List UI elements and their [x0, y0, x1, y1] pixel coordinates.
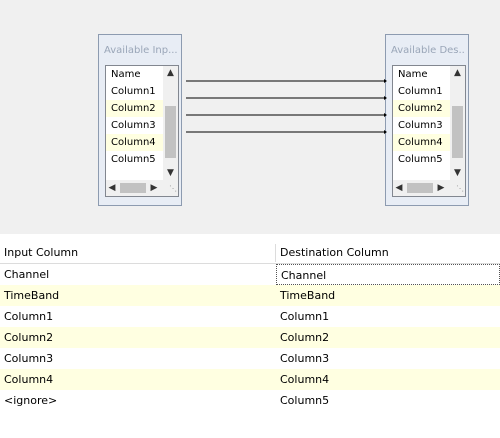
mapping-canvas: Available Inp... Name Column1 Column2 Co…	[0, 0, 500, 234]
destination-column-cell[interactable]: Column5	[280, 394, 330, 407]
scroll-thumb[interactable]	[452, 106, 463, 158]
input-column-cell[interactable]: Column1	[4, 310, 54, 323]
destination-column-cell[interactable]: Column2	[280, 331, 330, 344]
input-vertical-scrollbar[interactable]: ▲ ▼	[163, 66, 178, 180]
destination-column-cell[interactable]: Column4	[280, 373, 330, 386]
table-row[interactable]: Column3 Column3	[0, 348, 500, 369]
input-column-cell[interactable]: TimeBand	[4, 289, 60, 302]
chevron-up-icon[interactable]: ▲	[454, 68, 461, 78]
destination-horizontal-scrollbar[interactable]: ◀ ▶ ⋱	[393, 180, 465, 196]
input-list-item[interactable]: Column5	[111, 154, 156, 165]
scroll-thumb[interactable]	[165, 106, 176, 158]
available-input-columns-box[interactable]: Available Inp... Name Column1 Column2 Co…	[98, 34, 182, 206]
destination-vertical-scrollbar[interactable]: ▲ ▼	[450, 66, 465, 180]
table-row[interactable]: Column2 Column2	[0, 327, 500, 348]
input-column-cell[interactable]: Column4	[4, 373, 54, 386]
input-list-item[interactable]: Column1	[111, 86, 156, 97]
scroll-thumb[interactable]	[120, 183, 146, 193]
available-destination-columns-box[interactable]: Available Des... Name Column1 Column2 Co…	[385, 34, 469, 206]
chevron-right-icon[interactable]: ▶	[437, 183, 445, 193]
table-row[interactable]: Channel Channel	[0, 264, 500, 285]
input-list-header: Name	[111, 69, 141, 80]
table-row[interactable]: TimeBand TimeBand	[0, 285, 500, 306]
resize-grip-icon[interactable]: ⋱	[456, 184, 464, 193]
destination-list-item[interactable]: Column5	[398, 154, 443, 165]
destination-column-cell[interactable]: Column3	[280, 352, 330, 365]
input-box-title: Available Inp...	[104, 45, 178, 56]
grid-header: Input Column Destination Column	[0, 242, 500, 264]
destination-columns-list[interactable]: Name Column1 Column2 Column3 Column4 Col…	[392, 65, 466, 197]
destination-list-item[interactable]: Column2	[393, 100, 451, 117]
input-horizontal-scrollbar[interactable]: ◀ ▶ ⋱	[106, 180, 178, 196]
chevron-left-icon[interactable]: ◀	[395, 183, 403, 193]
input-columns-list[interactable]: Name Column1 Column2 Column3 Column4 Col…	[105, 65, 179, 197]
header-divider[interactable]	[275, 244, 276, 262]
arrow-head-icon	[384, 113, 387, 117]
table-row[interactable]: Column4 Column4	[0, 369, 500, 390]
input-column-cell[interactable]: Channel	[4, 268, 50, 281]
destination-list-item[interactable]: Column1	[398, 86, 443, 97]
chevron-down-icon[interactable]: ▼	[167, 168, 174, 178]
destination-column-cell[interactable]: Channel	[276, 264, 500, 285]
resize-grip-icon[interactable]: ⋱	[169, 184, 177, 193]
input-column-header[interactable]: Input Column	[4, 246, 79, 259]
scroll-thumb[interactable]	[407, 183, 433, 193]
input-column-cell[interactable]: Column2	[4, 331, 54, 344]
mapping-lines	[186, 79, 387, 134]
chevron-down-icon[interactable]: ▼	[454, 168, 461, 178]
arrow-head-icon	[384, 79, 387, 83]
destination-list-item[interactable]: Column4	[393, 134, 451, 151]
table-row[interactable]: Column1 Column1	[0, 306, 500, 327]
destination-column-header[interactable]: Destination Column	[280, 246, 389, 259]
chevron-right-icon[interactable]: ▶	[150, 183, 158, 193]
input-list-item[interactable]: Column2	[106, 100, 164, 117]
input-list-item[interactable]: Column3	[111, 120, 156, 131]
destination-list-item[interactable]: Column3	[398, 120, 443, 131]
destination-list-header: Name	[398, 69, 428, 80]
input-column-cell[interactable]: Column3	[4, 352, 54, 365]
destination-box-title: Available Des...	[391, 45, 465, 56]
arrow-head-icon	[384, 130, 387, 134]
column-mapping-grid: Input Column Destination Column Channel …	[0, 242, 500, 438]
destination-column-cell[interactable]: TimeBand	[280, 289, 336, 302]
input-list-item[interactable]: Column4	[106, 134, 164, 151]
chevron-left-icon[interactable]: ◀	[108, 183, 116, 193]
table-row[interactable]: <ignore> Column5	[0, 390, 500, 411]
input-column-cell[interactable]: <ignore>	[4, 394, 58, 407]
destination-column-cell[interactable]: Column1	[280, 310, 330, 323]
arrow-head-icon	[384, 96, 387, 100]
chevron-up-icon[interactable]: ▲	[167, 68, 174, 78]
